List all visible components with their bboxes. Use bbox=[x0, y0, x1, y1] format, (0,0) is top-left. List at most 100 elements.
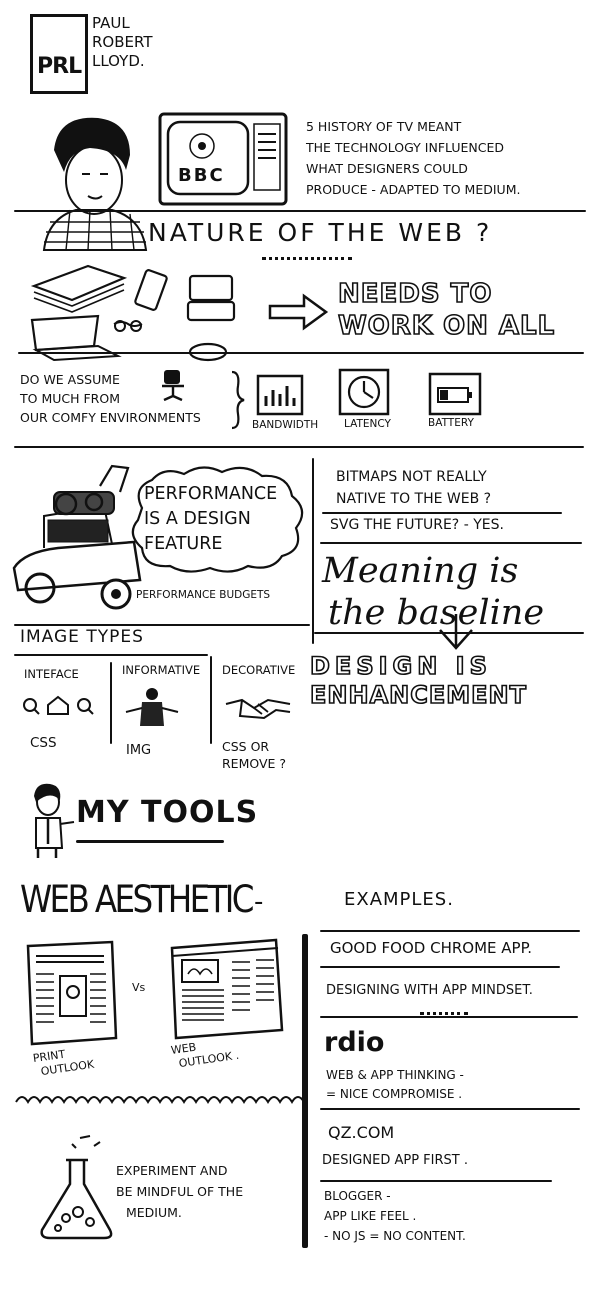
author-name: PAUL ROBERT LLOYD. bbox=[92, 14, 153, 71]
needs-line: NEEDS TO bbox=[337, 278, 493, 310]
divider bbox=[314, 632, 584, 634]
image-types-heading: IMAGE TYPES bbox=[20, 627, 144, 647]
interface-icons bbox=[23, 695, 94, 715]
image-type-title: DECORATIVE bbox=[222, 663, 296, 677]
tv-history-line: THE TECHNOLOGY INFLUENCED bbox=[306, 140, 505, 155]
thought-cloud bbox=[131, 466, 304, 573]
my-tools-heading: MY TOOLS bbox=[76, 795, 259, 830]
image-type-title: INFORMATIVE bbox=[122, 663, 201, 677]
tv-set-sketch bbox=[158, 112, 288, 206]
divider bbox=[320, 966, 560, 968]
divider bbox=[76, 840, 224, 843]
web-page-sketch bbox=[170, 938, 284, 1040]
assume-line: TO MUCH FROM bbox=[20, 391, 120, 406]
vertical-divider bbox=[302, 934, 308, 1248]
constraint-bandwidth: BANDWIDTH bbox=[252, 419, 319, 431]
handshake-icon bbox=[225, 698, 291, 720]
divider bbox=[320, 1180, 552, 1182]
example-goodfood: GOOD FOOD CHROME APP. bbox=[330, 939, 533, 957]
header-logo: PRL bbox=[30, 14, 88, 94]
divider bbox=[320, 542, 582, 544]
divider bbox=[320, 1108, 580, 1110]
divider bbox=[320, 1016, 578, 1018]
vs-label: Vs bbox=[132, 981, 146, 994]
dotted-divider bbox=[420, 1012, 468, 1015]
design-line: DESIGN IS bbox=[309, 651, 492, 681]
blogger-note: BLOGGER - APP LIKE FEEL . - NO JS = NO C… bbox=[324, 1186, 466, 1246]
print-page-sketch bbox=[26, 940, 118, 1046]
devices-sketch bbox=[30, 264, 168, 362]
tv-history-line: PRODUCE - ADAPTED TO MEDIUM. bbox=[306, 182, 521, 197]
cloud-divider bbox=[15, 1096, 305, 1104]
image-type-title: INTEFACE bbox=[24, 667, 79, 681]
divider bbox=[14, 210, 586, 212]
divider bbox=[18, 352, 584, 354]
presenter-figure-sketch bbox=[34, 783, 75, 858]
person-figure-icon bbox=[125, 688, 179, 726]
latency-clock-icon bbox=[338, 368, 390, 416]
game-handheld-sketch bbox=[186, 274, 236, 362]
image-type-answer: CSS OR REMOVE ? bbox=[222, 738, 286, 772]
design-line: ENHANCEMENT bbox=[309, 680, 527, 710]
example-rdio: rdio bbox=[324, 1027, 385, 1058]
blogger-line: BLOGGER - bbox=[324, 1189, 391, 1203]
author-name-line: PAUL bbox=[92, 14, 130, 32]
bandwidth-icon bbox=[256, 374, 304, 416]
heading-dash: - bbox=[254, 887, 264, 917]
tv-history-line: WHAT DESIGNERS COULD bbox=[306, 161, 468, 176]
performance-budgets: PERFORMANCE BUDGETS bbox=[136, 589, 271, 601]
rdio-note: WEB & APP THINKING - = NICE COMPROMISE . bbox=[326, 1066, 464, 1104]
examples-heading: EXAMPLES. bbox=[344, 889, 454, 910]
rdio-line: = NICE COMPROMISE . bbox=[326, 1087, 463, 1101]
column-divider bbox=[110, 662, 112, 744]
constraint-latency: LATENCY bbox=[344, 418, 391, 430]
assume-line: DO WE ASSUME bbox=[20, 372, 120, 387]
divider bbox=[14, 446, 584, 448]
divider bbox=[14, 654, 208, 656]
battery-icon bbox=[428, 372, 482, 416]
meaning-line: the baseline bbox=[328, 593, 545, 633]
flask-icon bbox=[40, 1135, 113, 1240]
office-chair-icon bbox=[162, 370, 184, 402]
speaker-portrait-sketch bbox=[42, 117, 148, 251]
cloud-line: FEATURE bbox=[144, 534, 223, 554]
experiment-line: BE MINDFUL OF THE bbox=[116, 1184, 244, 1199]
answer-line: REMOVE ? bbox=[222, 756, 287, 771]
truck-sketch bbox=[12, 464, 142, 610]
bitmaps-note: BITMAPS NOT REALLY NATIVE TO THE WEB ? bbox=[336, 466, 491, 510]
experiment-line: MEDIUM. bbox=[126, 1205, 182, 1220]
assume-line: OUR COMFY ENVIRONMENTS bbox=[20, 410, 201, 425]
column-divider bbox=[210, 656, 212, 744]
print-outlook-label: PRINT OUTLOOK bbox=[32, 1044, 95, 1080]
tv-bbc-label: BBC bbox=[178, 165, 225, 186]
logo-text: PRL bbox=[37, 54, 82, 79]
answer-line: CSS OR bbox=[222, 739, 270, 754]
rdio-line: WEB & APP THINKING - bbox=[326, 1068, 464, 1082]
blogger-line: APP LIKE FEEL . bbox=[324, 1209, 417, 1223]
design-is-enhancement: DESIGN IS ENHANCEMENT bbox=[309, 651, 527, 710]
needs-line: WORK ON ALL bbox=[337, 310, 556, 342]
tv-history-note: 5 HISTORY OF TV MEANT THE TECHNOLOGY INF… bbox=[306, 116, 520, 200]
bitmaps-line: BITMAPS NOT REALLY bbox=[336, 469, 487, 485]
meaning-line: Meaning is bbox=[322, 551, 519, 591]
arrow-down-icon bbox=[439, 614, 473, 650]
web-aesthetic-heading: WEB AESTHETIC bbox=[20, 878, 254, 921]
experiment-note: EXPERIMENT AND BE MINDFUL OF THE MEDIUM. bbox=[116, 1160, 243, 1223]
cloud-line: PERFORMANCE bbox=[144, 484, 278, 504]
qz-note: DESIGNED APP FIRST . bbox=[322, 1153, 468, 1168]
divider bbox=[14, 624, 310, 626]
nature-heading: NATURE OF THE WEB ? bbox=[148, 218, 493, 247]
cloud-line: IS A DESIGN bbox=[144, 509, 251, 529]
author-name-line: LLOYD. bbox=[92, 52, 145, 70]
performance-cloud-text: PERFORMANCE IS A DESIGN FEATURE bbox=[144, 482, 277, 557]
vertical-divider bbox=[312, 458, 314, 644]
blogger-line: - NO JS = NO CONTENT. bbox=[324, 1229, 466, 1243]
example-qz: QZ.COM bbox=[328, 1123, 395, 1142]
divider bbox=[322, 512, 562, 514]
image-type-answer: IMG bbox=[126, 743, 152, 758]
example-mindset: DESIGNING WITH APP MINDSET. bbox=[326, 983, 533, 998]
experiment-line: EXPERIMENT AND bbox=[116, 1163, 228, 1178]
curly-brace-icon bbox=[231, 370, 245, 430]
dotted-divider bbox=[262, 257, 352, 260]
author-name-line: ROBERT bbox=[92, 33, 153, 51]
